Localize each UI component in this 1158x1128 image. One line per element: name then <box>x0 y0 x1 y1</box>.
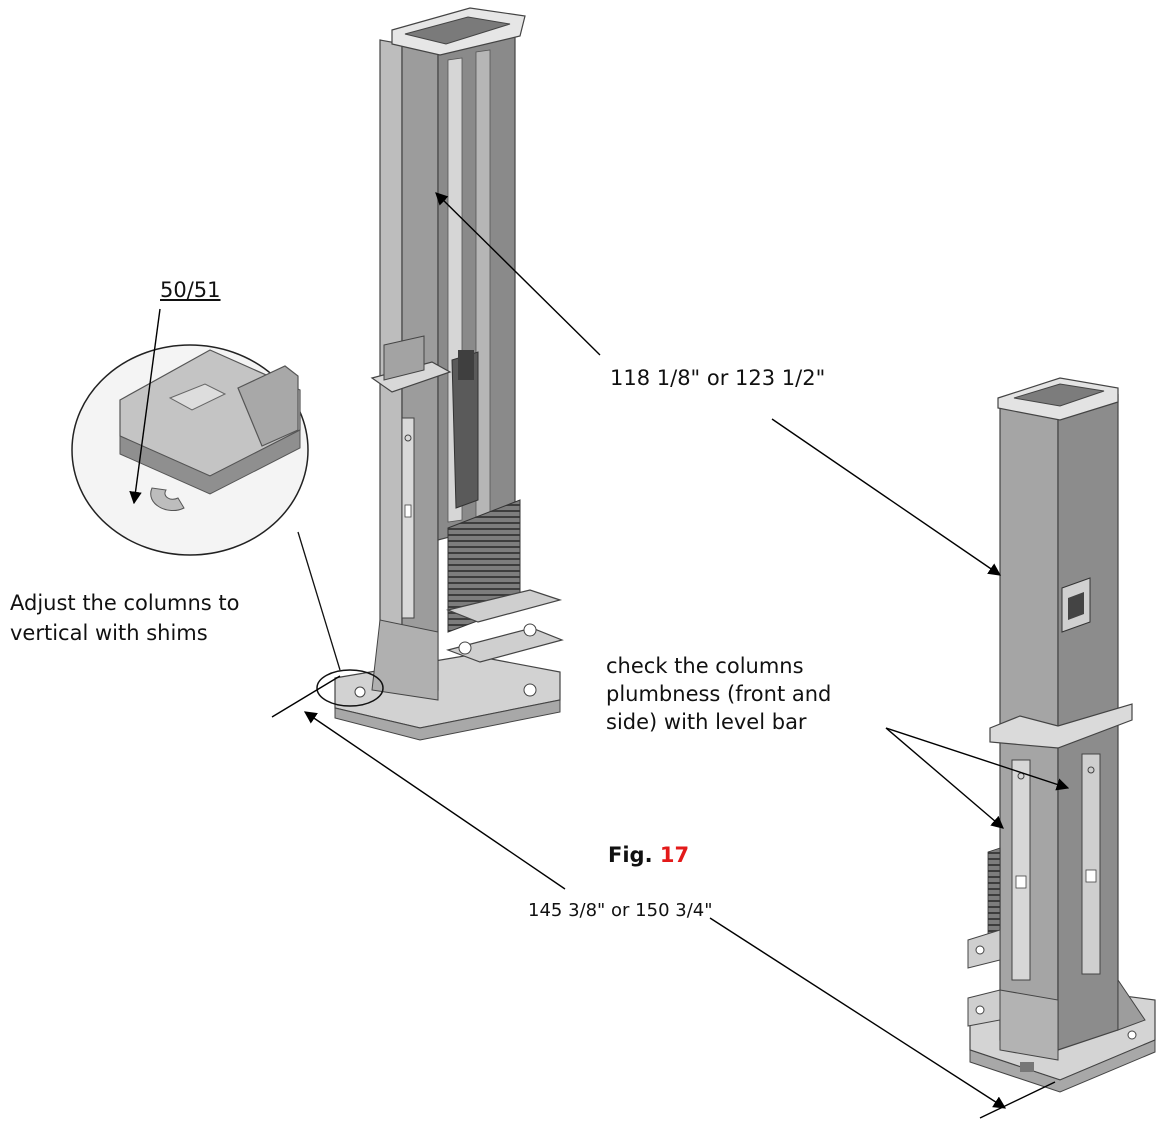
leader-lines <box>129 192 1070 1119</box>
plumb-note-line-2: plumbness (front and <box>606 682 832 706</box>
part-number-label: 50/51 <box>160 278 221 302</box>
adjust-note-line-1: Adjust the columns to <box>10 591 240 615</box>
span-extension-right <box>979 1081 1056 1119</box>
span-leader-right <box>709 917 1007 1109</box>
span-leader-left <box>303 711 566 890</box>
span-dimension-label: 145 3/8" or 150 3/4" <box>528 900 713 921</box>
span-extension-left <box>271 675 341 718</box>
height-leader-top <box>435 192 601 356</box>
figure-number: 17 <box>659 843 690 867</box>
adjust-columns-note: Adjust the columns to vertical with shim… <box>10 588 239 648</box>
plumb-leader-side <box>885 727 1070 791</box>
plumb-note-line-3: side) with level bar <box>606 710 807 734</box>
adjust-note-line-2: vertical with shims <box>10 621 208 645</box>
part-leader <box>129 308 161 505</box>
left-column <box>334 7 564 741</box>
figure-caption: Fig. 17 <box>608 843 689 868</box>
right-column <box>967 377 1156 1093</box>
shim-detail-callout <box>71 344 384 707</box>
plumb-note-line-1: check the columns <box>606 654 804 678</box>
height-dimension-label: 118 1/8" or 123 1/2" <box>610 366 826 390</box>
plumb-leader-front <box>885 727 1004 829</box>
plumbness-note: check the columns plumbness (front and s… <box>606 652 831 736</box>
figure-prefix: Fig. <box>608 843 653 867</box>
height-leader-bottom <box>771 418 1002 576</box>
